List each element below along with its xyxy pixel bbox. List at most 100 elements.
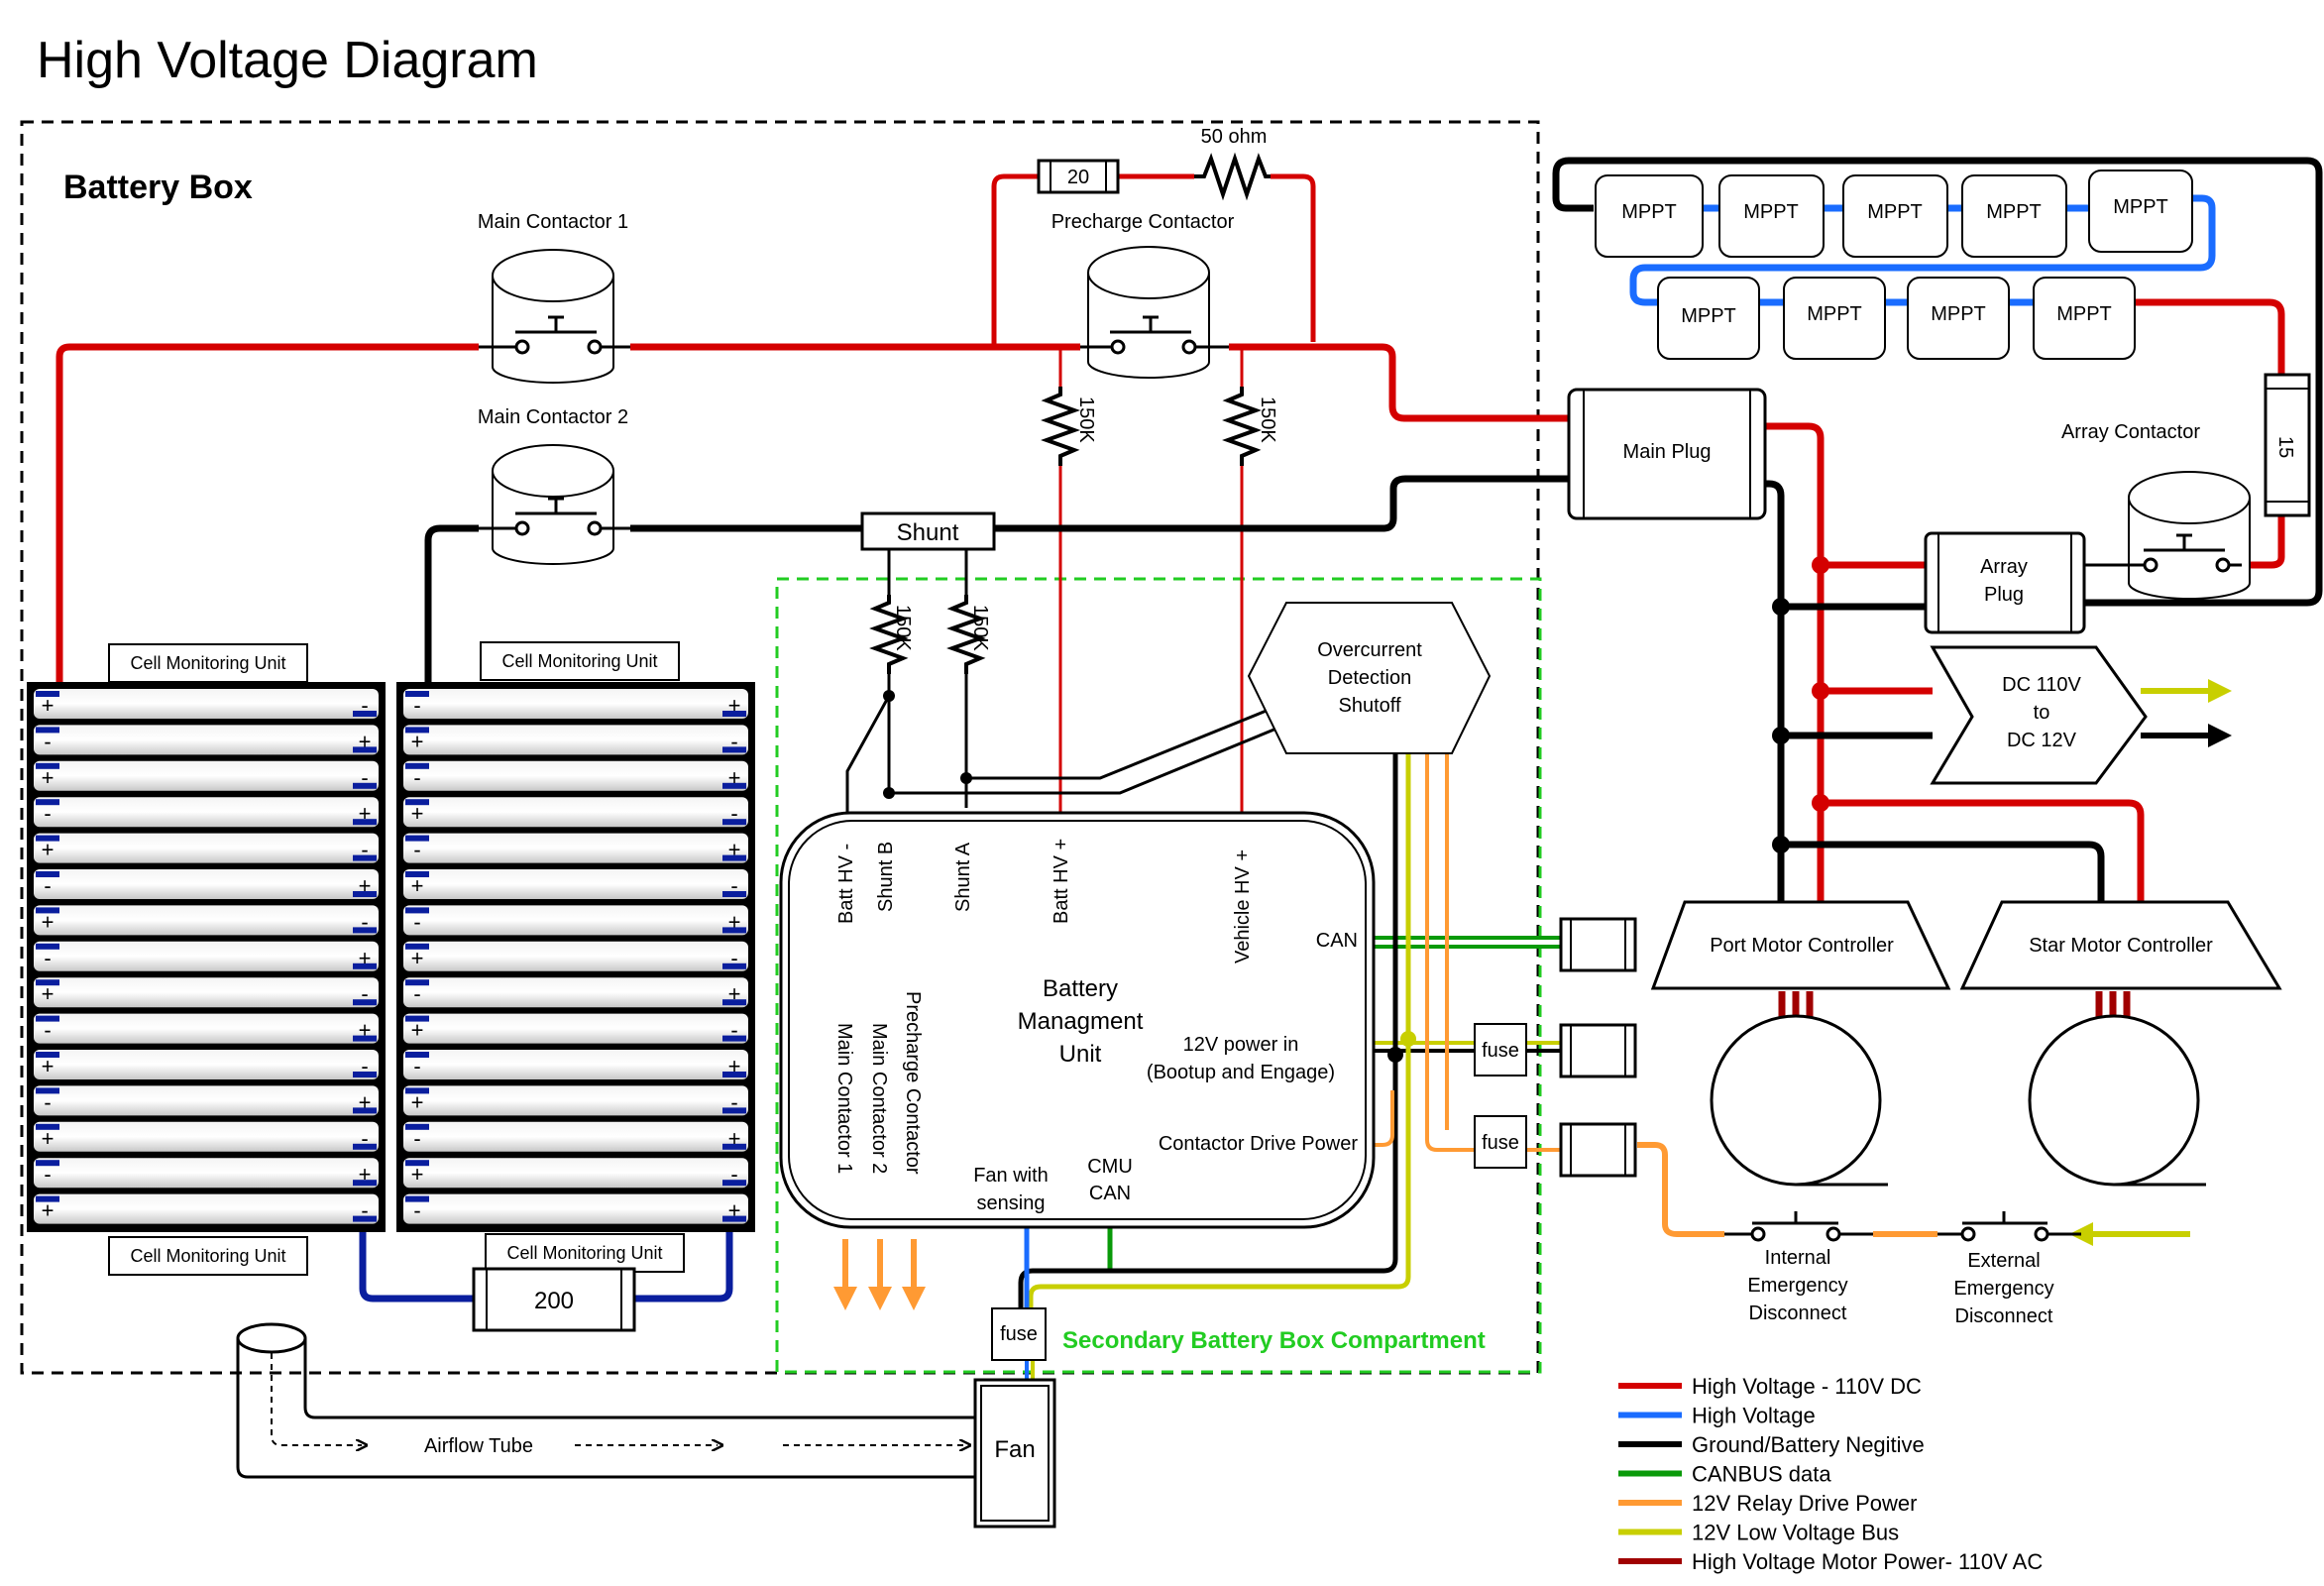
junction-dot <box>1772 836 1790 853</box>
svg-text:+: + <box>728 838 741 862</box>
battery-cell: +- <box>34 1121 379 1152</box>
svg-text:Precharge Contactor: Precharge Contactor <box>902 991 924 1175</box>
svg-text:MPPT: MPPT <box>1681 305 1736 327</box>
svg-text:MPPT: MPPT <box>1986 201 2042 223</box>
battery-cell: +- <box>403 1158 748 1189</box>
fuse-12v: fuse <box>1474 1023 1527 1076</box>
mppt-1: MPPT <box>1595 174 1704 258</box>
svg-text:DC 110V: DC 110V <box>2002 674 2081 696</box>
battery-cell: -+ <box>34 725 379 755</box>
main-plug: Main Plug <box>1567 388 1767 520</box>
battery-pack-left: +--++--++--++--++--++--++--++- <box>27 682 386 1232</box>
svg-text:Unit: Unit <box>1059 1041 1102 1068</box>
legend-item: CANBUS data <box>1618 1462 1831 1487</box>
svg-text:-: - <box>361 765 368 790</box>
svg-text:-: - <box>413 838 420 862</box>
svg-text:CANBUS data: CANBUS data <box>1692 1462 1831 1487</box>
svg-text:Batt HV -: Batt HV - <box>835 844 857 924</box>
svg-text:-: - <box>361 981 368 1006</box>
wire-ground-battery <box>424 524 479 682</box>
diagram-title: High Voltage Diagram <box>37 32 538 89</box>
svg-text:-: - <box>44 1018 51 1043</box>
battery-management-unit: Batt HV - Shunt B Shunt A Batt HV + Vehi… <box>779 811 1376 1229</box>
cmu-top-right: Cell Monitoring Unit <box>480 641 680 681</box>
svg-text:+: + <box>411 1089 424 1114</box>
main-contactor-1: Main Contactor 1 <box>478 211 630 384</box>
legend-item: High Voltage Motor Power- 110V AC <box>1618 1549 2043 1574</box>
resistor-150k-shunt-a: 150K <box>946 595 991 674</box>
mppt-4: MPPT <box>1961 174 2067 258</box>
array-contactor: Array Contactor <box>2061 421 2251 600</box>
svg-text:+: + <box>411 1162 424 1187</box>
svg-text:20: 20 <box>1067 167 1089 188</box>
svg-text:Emergency: Emergency <box>1747 1275 1847 1297</box>
wire-battery-link <box>359 1229 733 1303</box>
svg-text:+: + <box>728 1054 741 1078</box>
svg-text:12V power in: 12V power in <box>1183 1034 1299 1056</box>
battery-cell: -+ <box>34 1158 379 1189</box>
wire-precharge-loop-left <box>991 173 1039 347</box>
battery-cell: +- <box>34 1193 379 1224</box>
wire-array-fuse-to-contactor <box>2228 515 2285 569</box>
star-motor-controller: Star Motor Controller <box>1959 900 2282 990</box>
svg-text:Fan with: Fan with <box>973 1165 1049 1187</box>
wire-can <box>1372 936 1561 949</box>
svg-text:-: - <box>361 1126 368 1151</box>
svg-text:to: to <box>2034 702 2050 724</box>
svg-text:Shunt B: Shunt B <box>875 842 897 912</box>
battery-cell: -+ <box>34 1085 379 1116</box>
svg-text:-: - <box>413 765 420 790</box>
wire-hv-battery-positive <box>55 343 479 682</box>
junction-dot <box>1772 598 1790 616</box>
svg-text:-: - <box>730 946 737 970</box>
battery-cell: +- <box>34 977 379 1008</box>
array-fuse: 15 <box>2264 373 2311 517</box>
svg-text:fuse: fuse <box>1000 1323 1038 1345</box>
svg-text:Cell Monitoring Unit: Cell Monitoring Unit <box>130 653 285 673</box>
svg-text:Cell Monitoring Unit: Cell Monitoring Unit <box>506 1243 662 1263</box>
svg-text:Internal: Internal <box>1765 1247 1831 1269</box>
svg-text:+: + <box>42 1198 55 1223</box>
svg-text:-: - <box>44 1089 51 1114</box>
svg-text:+: + <box>728 909 741 934</box>
precharge-resistor: 50 ohm <box>1194 126 1271 201</box>
battery-box-label: Battery Box <box>63 169 253 206</box>
battery-cell: +- <box>34 760 379 791</box>
svg-text:+: + <box>359 729 372 753</box>
svg-text:High Voltage - 110V DC: High Voltage - 110V DC <box>1692 1374 1922 1399</box>
wire-mppt-to-array-fuse <box>2136 298 2285 375</box>
svg-text:+: + <box>359 1089 372 1114</box>
svg-text:Port Motor Controller: Port Motor Controller <box>1710 935 1894 957</box>
shunt: Shunt <box>860 511 996 551</box>
wire-ground-to-star-mc <box>1781 841 2105 902</box>
svg-text:+: + <box>42 1054 55 1078</box>
junction-dot <box>1812 682 1829 700</box>
svg-text:+: + <box>359 801 372 826</box>
svg-text:+: + <box>411 1018 424 1043</box>
junction-dot <box>960 772 972 784</box>
junction-dot <box>1812 556 1829 574</box>
battery-cell: -+ <box>34 941 379 971</box>
fan: Fan <box>973 1378 1056 1529</box>
svg-text:Array: Array <box>1980 556 2028 578</box>
mppt-5: MPPT <box>2088 170 2193 253</box>
svg-text:150K: 150K <box>1257 396 1278 443</box>
svg-text:+: + <box>359 1162 372 1187</box>
svg-text:-: - <box>413 981 420 1006</box>
svg-text:+: + <box>728 1126 741 1151</box>
battery-cell: -+ <box>34 869 379 899</box>
svg-text:Main Contactor 2: Main Contactor 2 <box>868 1023 890 1174</box>
connector-relay <box>1559 1122 1637 1178</box>
svg-text:-: - <box>413 1198 420 1223</box>
battery-cell: +- <box>403 725 748 755</box>
svg-text:MPPT: MPPT <box>1931 303 1986 325</box>
resistor-150k-batt-hv: 150K <box>1041 387 1097 466</box>
svg-text:Main Contactor 1: Main Contactor 1 <box>478 211 628 233</box>
cmu-top-left: Cell Monitoring Unit <box>108 643 308 683</box>
svg-text:CAN: CAN <box>1089 1183 1131 1204</box>
mppt-2: MPPT <box>1718 174 1825 258</box>
svg-text:-: - <box>361 838 368 862</box>
svg-text:-: - <box>44 946 51 970</box>
wire-hv-to-star-mc <box>1821 799 2145 902</box>
